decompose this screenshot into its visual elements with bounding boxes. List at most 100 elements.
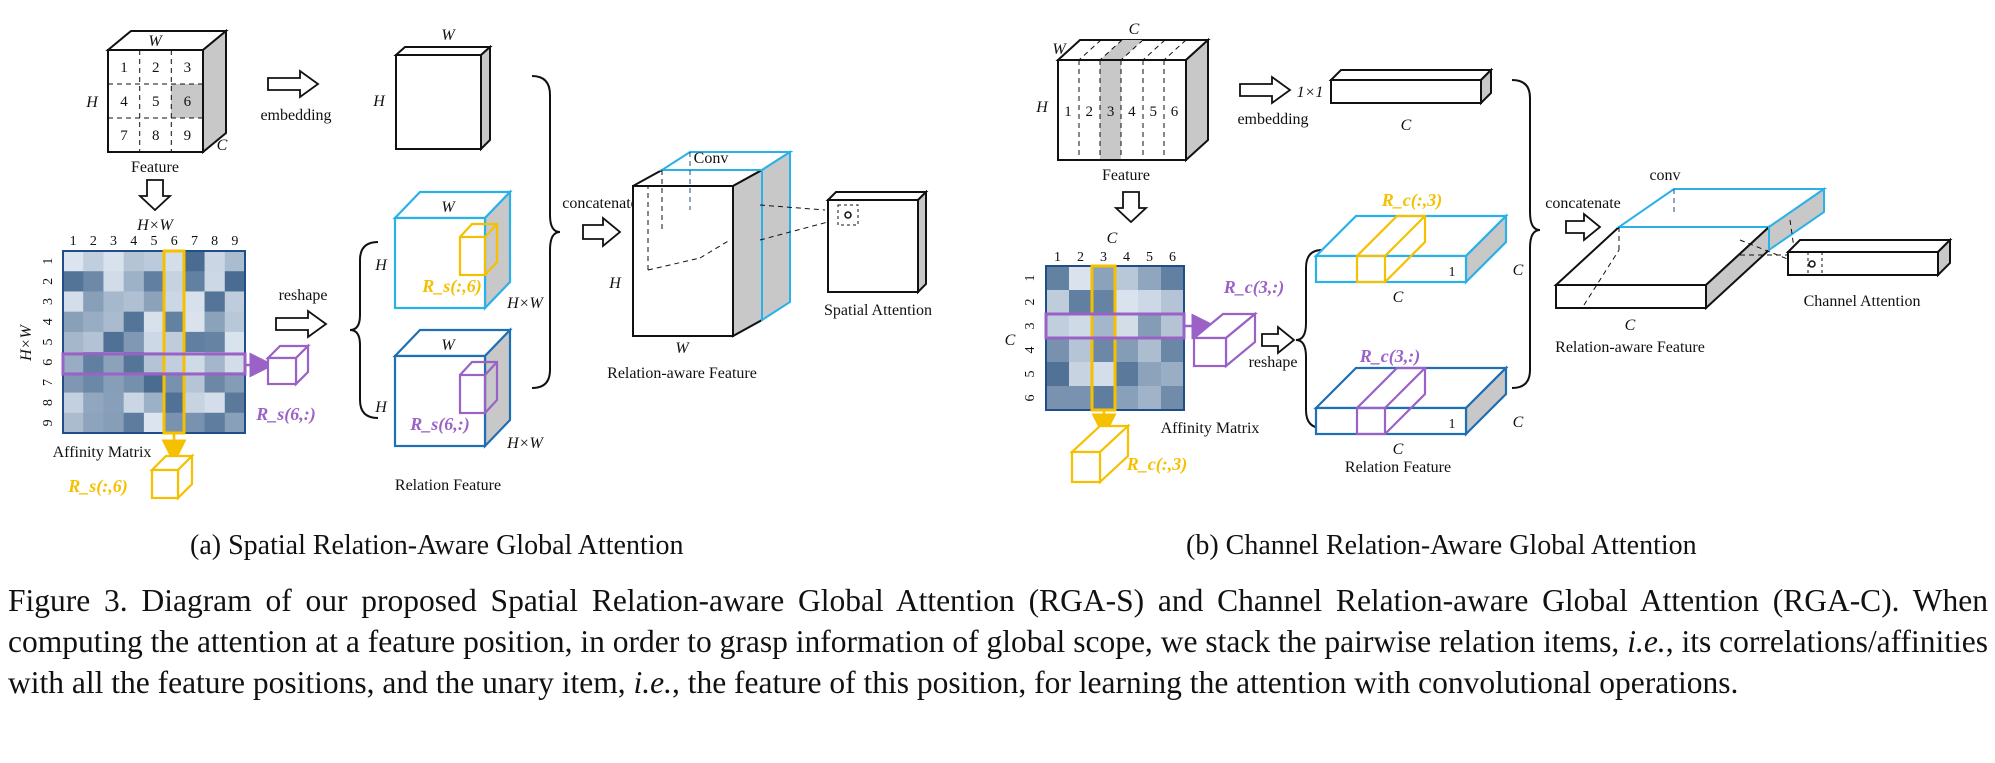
spatial-matrix-cell xyxy=(224,271,246,292)
spatial-matrix-cell xyxy=(143,331,165,353)
spatial-matrix-cell xyxy=(204,251,226,272)
channel-matrix-row-tick: 1 xyxy=(1023,275,1038,282)
spatial-matrix-cell xyxy=(103,372,125,394)
spatial-subcaption: (a) Spatial Relation-Aware Global Attent… xyxy=(190,530,684,561)
spatial-matrix-cell xyxy=(224,412,246,434)
channel-feature-cell-6: 6 xyxy=(1171,104,1179,120)
spatial-matrix-cell xyxy=(224,311,246,333)
spatial-matrix-col-tick: 9 xyxy=(231,234,238,249)
spatial-embed-w-label: W xyxy=(441,27,456,44)
spatial-attention-map: Spatial Attention xyxy=(824,189,932,319)
caption-part2: , its correlations/affinities with all t… xyxy=(8,624,1988,700)
spatial-matrix-cell xyxy=(204,412,226,434)
spatial-matrix-cell xyxy=(63,311,84,333)
spatial-matrix-cell xyxy=(143,291,165,313)
channel-rel-bottom-slice-label: R_c(3,:) xyxy=(1359,346,1420,367)
spatial-matrix-row-tick: 3 xyxy=(41,298,56,305)
spatial-matrix-cell xyxy=(103,392,125,414)
spatial-feature-cell-7: 7 xyxy=(120,128,128,144)
spatial-matrix-row-tick: 6 xyxy=(41,359,56,366)
spatial-col-vector xyxy=(149,453,195,501)
channel-matrix-cell xyxy=(1115,362,1139,387)
channel-relation-aware-cube: conv C Relation-aware Feature xyxy=(1553,167,1828,356)
channel-matrix-col-tick: 6 xyxy=(1169,250,1176,265)
spatial-matrix-cell xyxy=(204,372,226,394)
spatial-matrix-cell xyxy=(224,251,246,272)
channel-feature-c-label: C xyxy=(1129,21,1140,38)
spatial-embedded-block: W H xyxy=(372,27,493,152)
spatial-matrix-cell xyxy=(164,372,185,394)
spatial-relation-brace xyxy=(349,241,379,419)
spatial-matrix-cell xyxy=(224,291,246,313)
spatial-matrix-cell xyxy=(204,271,226,292)
spatial-matrix-cell xyxy=(123,372,145,394)
channel-matrix-cell xyxy=(1161,338,1185,363)
spatial-matrix-cell xyxy=(63,331,84,353)
channel-embed-c-label: C xyxy=(1401,117,1412,134)
spatial-rel-top-hw: H×W xyxy=(506,295,544,312)
caption-ie-1: i.e. xyxy=(1627,624,1666,659)
spatial-affinity-label: Affinity Matrix xyxy=(53,444,152,461)
spatial-matrix-cell xyxy=(83,412,104,434)
spatial-matrix-cell xyxy=(204,331,226,353)
spatial-matrix-cell xyxy=(83,311,104,333)
channel-rel-bottom-one: 1 xyxy=(1449,417,1456,432)
channel-matrix-cell xyxy=(1138,362,1162,387)
spatial-matrix-row-tick: 7 xyxy=(41,379,56,386)
spatial-matrix-cell xyxy=(63,291,84,313)
spatial-feature-c-label: C xyxy=(217,137,228,154)
spatial-concatenate-label: concatenate xyxy=(562,195,638,212)
spatial-matrix-col-tick: 7 xyxy=(191,234,198,249)
spatial-matrix-cell xyxy=(204,392,226,414)
spatial-conv-label: Conv xyxy=(694,150,729,167)
spatial-ra-w-label: W xyxy=(675,340,690,357)
spatial-col-vector-label: R_s(:,6) xyxy=(67,476,128,497)
channel-matrix-cell xyxy=(1138,290,1162,315)
channel-matrix-cell xyxy=(1046,266,1070,291)
spatial-matrix-cell xyxy=(184,271,206,292)
spatial-reshape-label: reshape xyxy=(279,287,328,304)
spatial-matrix-cell xyxy=(164,331,185,353)
channel-matrix-cell xyxy=(1046,362,1070,387)
channel-matrix-col-tick: 4 xyxy=(1123,250,1130,265)
spatial-matrix-cell xyxy=(164,352,185,373)
channel-matrix-cell xyxy=(1092,266,1116,291)
spatial-rel-bottom-slice-label: R_s(6,:) xyxy=(409,414,470,435)
channel-matrix-cell xyxy=(1092,362,1116,387)
spatial-matrix-cell xyxy=(103,331,125,353)
spatial-matrix-cell xyxy=(63,412,84,434)
spatial-matrix-cell xyxy=(184,331,206,353)
spatial-matrix-cell xyxy=(164,251,185,272)
channel-concat-arrow xyxy=(1565,212,1602,242)
channel-reshape-label: reshape xyxy=(1249,354,1298,371)
spatial-matrix-col-tick: 2 xyxy=(90,234,97,249)
channel-relation-feature-label: Relation Feature xyxy=(1345,459,1451,476)
spatial-embed-h-label: H xyxy=(372,93,386,110)
channel-matrix-cell xyxy=(1069,314,1093,339)
channel-feature-h-label: H xyxy=(1035,99,1049,116)
channel-matrix-row-tick: 6 xyxy=(1023,395,1038,402)
spatial-feature-cell-1: 1 xyxy=(120,60,128,76)
channel-embedding-arrow xyxy=(1239,75,1292,105)
channel-rel-top-slice-label: R_c(:,3) xyxy=(1381,190,1442,211)
spatial-matrix-cell xyxy=(103,251,125,272)
spatial-matrix-cell xyxy=(143,412,165,434)
channel-ra-c-label: C xyxy=(1625,317,1636,334)
spatial-matrix-cell xyxy=(143,311,165,333)
channel-row-vector-label: R_c(3,:) xyxy=(1223,277,1284,298)
spatial-matrix-cell xyxy=(204,291,226,313)
channel-feature-cell-2: 2 xyxy=(1086,104,1094,120)
spatial-matrix-cell xyxy=(123,352,145,373)
channel-matrix-cell xyxy=(1046,314,1070,339)
spatial-matrix-cell xyxy=(184,311,206,333)
spatial-matrix-cell xyxy=(224,372,246,394)
spatial-matrix-col-tick: 8 xyxy=(211,234,218,249)
spatial-matrix-cell xyxy=(83,352,104,373)
spatial-matrix-col-tick: 4 xyxy=(130,234,137,249)
spatial-matrix-cell xyxy=(103,291,125,313)
